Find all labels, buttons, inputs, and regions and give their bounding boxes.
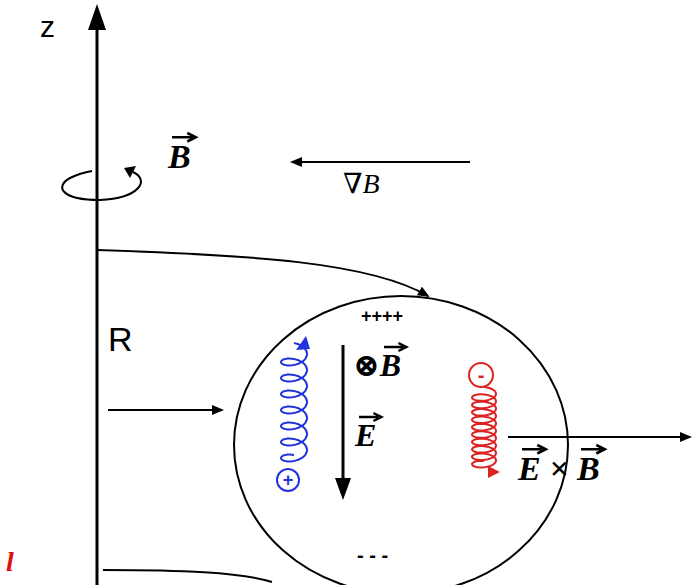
vector-letter: E xyxy=(355,419,376,451)
electron-orbit xyxy=(472,387,496,467)
radius-label: R xyxy=(108,322,133,356)
vector-letter: B xyxy=(577,452,600,486)
vector-arrow xyxy=(384,343,408,351)
vector-letter: E xyxy=(518,452,541,486)
field-line xyxy=(103,570,272,582)
axis-head xyxy=(88,4,106,30)
z-axis xyxy=(96,22,99,585)
plasma-region: ++++ ⊗B E - - - + - xyxy=(233,295,569,585)
b-field-symbol: ⊗B xyxy=(353,349,401,381)
field-line xyxy=(97,250,428,296)
ion-marker: + xyxy=(276,468,300,492)
ion-orbit xyxy=(281,343,307,462)
e-field-symbol: E xyxy=(355,419,376,451)
electron-sign: - xyxy=(478,365,485,385)
corner-mark: l xyxy=(6,548,14,576)
ion-sign: + xyxy=(283,471,294,489)
ion-orbit-head xyxy=(296,336,310,350)
electron-orbit-head xyxy=(488,466,500,478)
drift-label: E × B xyxy=(518,452,600,486)
charge-plus: ++++ xyxy=(361,307,403,325)
vector-letter: B xyxy=(168,140,191,174)
drift-arrow xyxy=(508,436,690,438)
vector-letter: B xyxy=(380,349,401,381)
charge-minus: - - - xyxy=(357,545,388,565)
e-field-arrow xyxy=(342,345,345,488)
axis-label: z xyxy=(40,12,55,42)
electron-marker: - xyxy=(468,362,494,388)
vector-arrow xyxy=(522,445,548,454)
vector-arrow xyxy=(581,445,607,454)
region-outline xyxy=(233,295,569,585)
field-label: B xyxy=(168,140,191,174)
swirl-head xyxy=(124,166,136,178)
radius-arrow xyxy=(108,409,222,411)
gradient-arrow xyxy=(292,161,470,163)
e-field-head xyxy=(335,478,351,500)
gradient-label: ∇B xyxy=(343,170,380,198)
vector-arrow xyxy=(172,133,198,142)
vector-arrow xyxy=(359,413,383,421)
